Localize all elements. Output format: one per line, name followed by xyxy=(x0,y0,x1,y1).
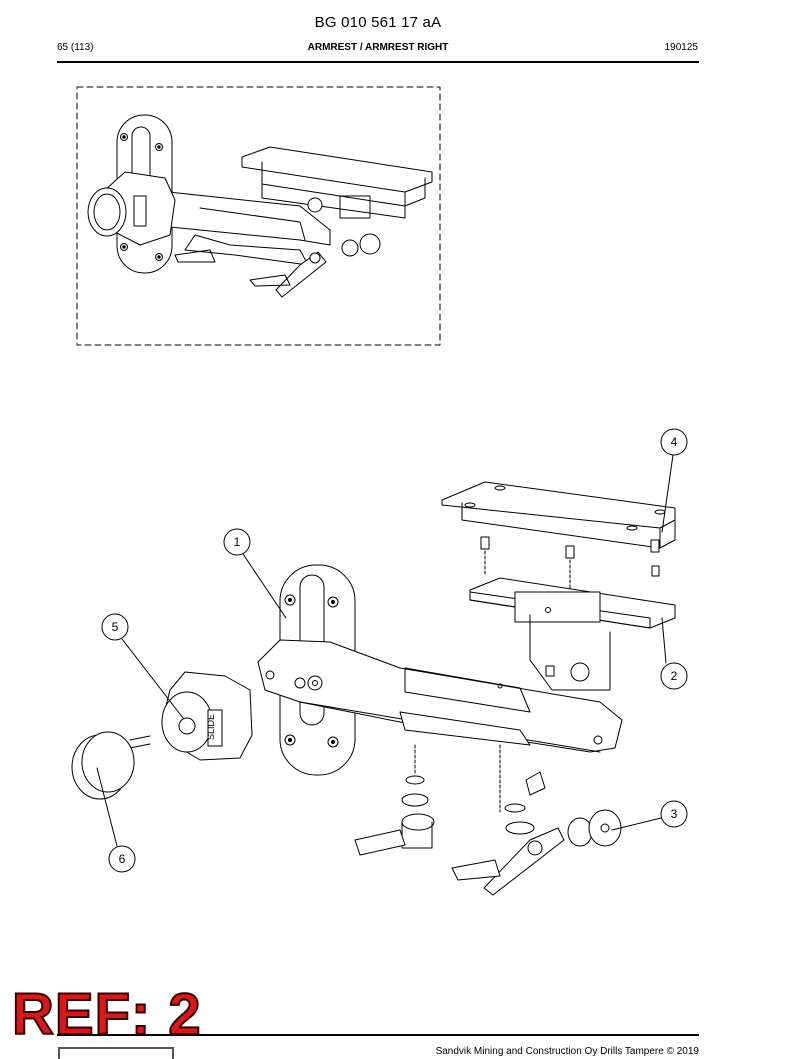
svg-text:2: 2 xyxy=(671,669,678,683)
part-6-knob xyxy=(71,731,151,800)
callout-6: 6 xyxy=(96,767,136,873)
document-number: BG 010 561 17 aA xyxy=(314,14,442,31)
exploded-view: SLIDE xyxy=(71,481,676,896)
part-3-lever-clamp xyxy=(451,744,622,896)
svg-text:5: 5 xyxy=(112,620,119,634)
callout-4: 4 xyxy=(660,428,688,533)
copyright-text: Sandvik Mining and Construction Oy Drill… xyxy=(435,1046,699,1057)
callout-2: 2 xyxy=(660,617,688,690)
assembled-view xyxy=(76,86,441,346)
svg-text:SLIDE: SLIDE xyxy=(206,714,216,740)
svg-text:6: 6 xyxy=(119,852,126,866)
arm-body xyxy=(257,639,623,753)
header-rule xyxy=(57,61,699,63)
svg-text:1: 1 xyxy=(234,535,241,549)
section-title: ARMREST / ARMREST RIGHT xyxy=(307,42,449,53)
callout-1: 1 xyxy=(223,528,287,619)
part-2-slide-rail xyxy=(469,577,676,691)
part-4-bracket xyxy=(441,481,676,591)
brand-logo xyxy=(58,1047,174,1059)
ref-stamp: REF: 2 xyxy=(11,982,202,1047)
footer-rule xyxy=(57,1034,699,1036)
svg-text:4: 4 xyxy=(671,435,678,449)
callout-5: 5 xyxy=(101,613,184,719)
date-code: 190125 xyxy=(664,42,698,53)
callout-3: 3 xyxy=(611,800,688,831)
page-number: 65 (113) xyxy=(57,42,94,53)
assembled-view-frame xyxy=(76,86,441,346)
part-5-housing: SLIDE xyxy=(161,671,253,761)
washer-stack xyxy=(354,744,435,856)
svg-text:3: 3 xyxy=(671,807,678,821)
